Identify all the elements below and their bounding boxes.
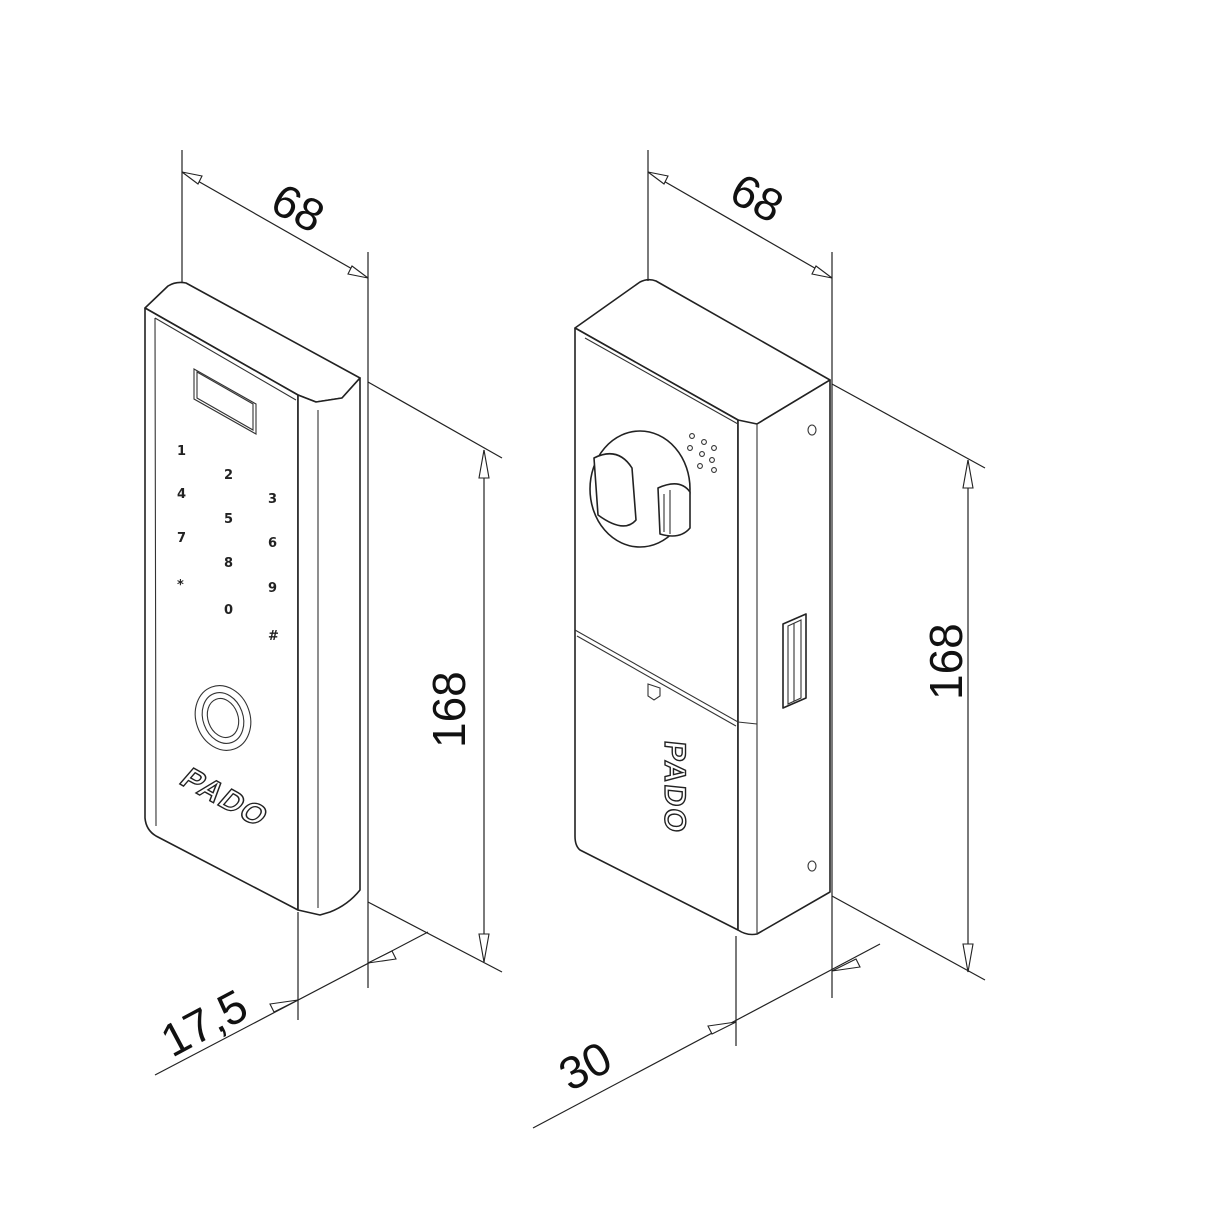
back-dimensions	[532, 150, 986, 1129]
key-9: 9	[268, 581, 277, 596]
thumb-turn-knob-icon	[589, 430, 691, 548]
screw-hole-top-icon	[807, 424, 817, 436]
key-5: 5	[224, 512, 233, 527]
front-unit-bevel	[154, 317, 319, 908]
display-window	[193, 368, 257, 435]
front-unit-front-face	[144, 307, 299, 911]
front-dimensions	[154, 150, 503, 1076]
back-height-label: 168	[920, 623, 972, 700]
emblem-icon	[647, 683, 661, 701]
key-star: *	[177, 578, 184, 593]
key-0: 0	[224, 603, 233, 618]
back-depth-label: 30	[550, 1031, 620, 1101]
key-8: 8	[224, 556, 233, 571]
key-3: 3	[268, 492, 277, 507]
back-unit-front-face	[574, 327, 739, 931]
key-7: 7	[177, 531, 186, 546]
screw-hole-bottom-icon	[807, 860, 817, 872]
fingerprint-sensor-icon	[194, 685, 252, 751]
key-hash: #	[268, 629, 279, 644]
front-depth-label: 17,5	[152, 979, 255, 1067]
speaker-grille-icon	[687, 433, 717, 473]
section-split-line	[574, 629, 758, 725]
front-width-label: 68	[263, 173, 333, 243]
key-2: 2	[224, 468, 233, 483]
front-height-label: 168	[423, 671, 475, 748]
key-6: 6	[268, 536, 277, 551]
key-1: 1	[177, 444, 186, 459]
back-logo: PADO	[658, 739, 691, 835]
back-width-label: 68	[722, 163, 792, 233]
key-4: 4	[177, 487, 186, 502]
front-unit: 1 2 3 4 5 6 7 8 9 * 0 # PADO	[144, 281, 361, 916]
back-unit: PADO	[574, 278, 831, 936]
front-unit-side-face	[297, 377, 361, 916]
latch-slot-icon	[782, 613, 807, 709]
keypad: 1 2 3 4 5 6 7 8 9 * 0 #	[177, 444, 279, 644]
